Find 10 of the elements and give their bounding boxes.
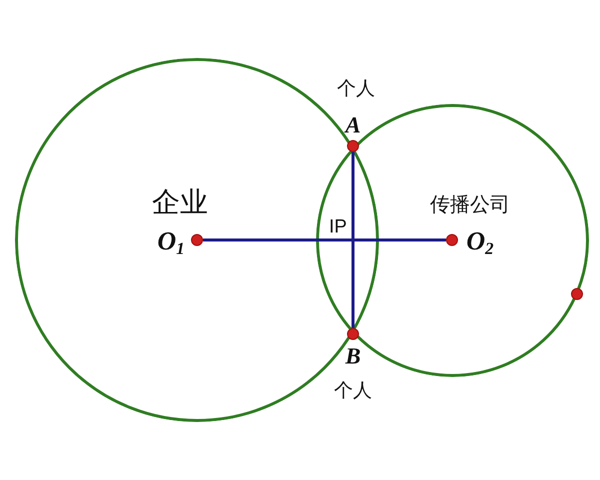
caption-text: 个人 <box>334 382 372 402</box>
circle-label: 传播公司 <box>430 194 510 216</box>
point-label: B <box>345 343 361 369</box>
point-label: A <box>345 112 361 138</box>
point-label: O$_{2}$ <box>466 228 494 258</box>
caption-text: 个人 <box>337 80 375 100</box>
intersection-label: IP <box>329 218 347 238</box>
circle-label: 企业 <box>152 188 208 220</box>
line-segment <box>203 238 446 242</box>
point-label: O$_{1}$ <box>157 228 185 258</box>
